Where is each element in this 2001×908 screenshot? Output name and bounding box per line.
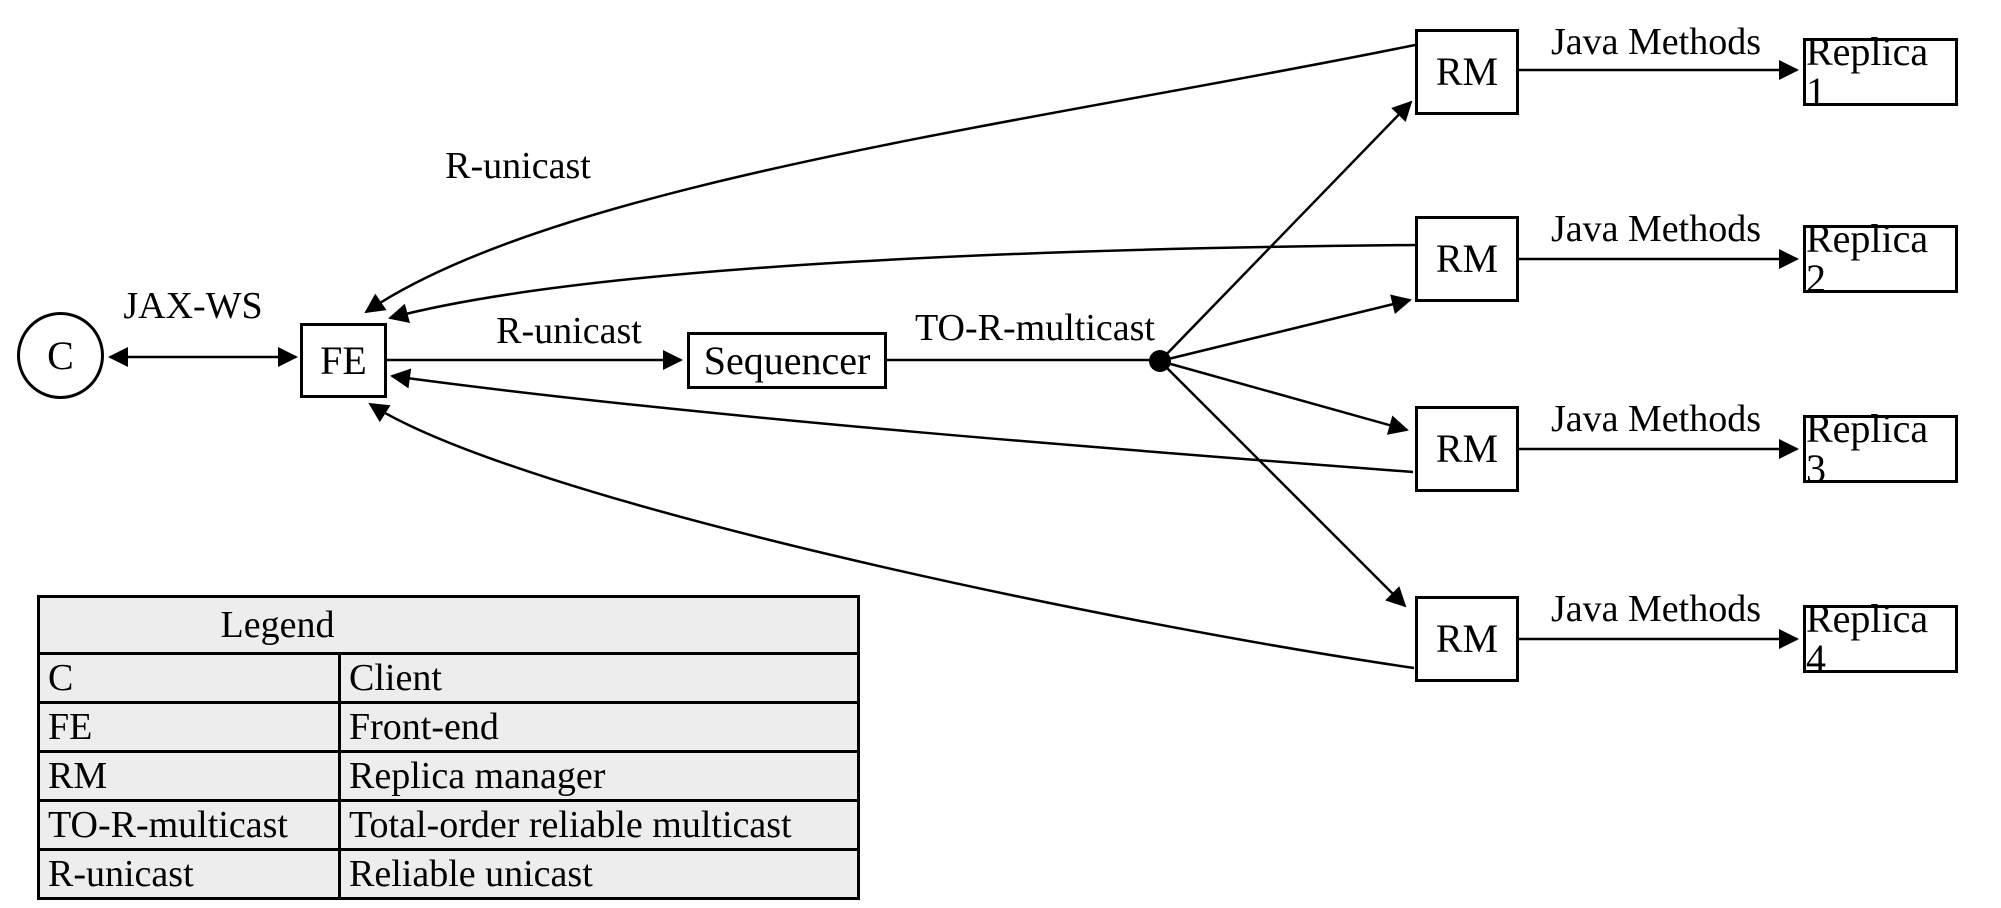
rm-node-4: RM xyxy=(1415,596,1519,682)
rm-node-3: RM xyxy=(1415,406,1519,492)
legend-row: RM Replica manager xyxy=(37,750,861,802)
edge-rm4-frontend-return xyxy=(368,402,1415,670)
client-label: C xyxy=(47,332,74,378)
legend-header-row: Legend xyxy=(36,595,861,655)
legend-definition: Reliable unicast xyxy=(337,848,861,900)
rm-node-1: RM xyxy=(1415,29,1519,115)
edge-multicast-rm2 xyxy=(1159,294,1412,363)
frontend-node: FE xyxy=(300,323,387,398)
label-java-methods-1: Java Methods xyxy=(1550,21,1762,63)
sequencer-node: Sequencer xyxy=(687,332,887,389)
replica-node-4: Replica 4 xyxy=(1803,599,1958,679)
label-jax-ws: JAX-WS xyxy=(123,285,263,327)
edge-multicast-rm4 xyxy=(1159,360,1407,608)
legend-definition: Front-end xyxy=(337,701,861,753)
label-java-methods-3: Java Methods xyxy=(1550,398,1762,440)
legend-title: Legend xyxy=(36,595,861,655)
edge-multicast-rm1 xyxy=(1159,100,1413,362)
sequencer-label: Sequencer xyxy=(703,337,871,383)
legend-row: FE Front-end xyxy=(37,701,861,753)
legend-term: TO-R-multicast xyxy=(37,799,341,851)
edge-multicast-rm3 xyxy=(1159,359,1409,435)
legend-definition: Client xyxy=(337,652,861,704)
legend-term: FE xyxy=(37,701,341,753)
label-java-methods-4: Java Methods xyxy=(1550,588,1762,630)
replica-label: Replica 4 xyxy=(1806,596,1929,681)
legend-row: C Client xyxy=(37,652,861,704)
legend-term: R-unicast xyxy=(37,848,341,900)
legend-row: R-unicast Reliable unicast xyxy=(37,848,861,900)
legend-definition: Total-order reliable multicast xyxy=(337,799,861,851)
replica-label: Replica 1 xyxy=(1806,29,1929,114)
replica-label: Replica 2 xyxy=(1806,216,1929,301)
rm-label: RM xyxy=(1435,616,1499,661)
edge-rm1-frontend-return xyxy=(364,43,1416,314)
multicast-point xyxy=(1149,350,1171,372)
label-to-r-multicast: TO-R-multicast xyxy=(915,307,1155,349)
replica-node-2: Replica 2 xyxy=(1803,219,1958,299)
legend-term: RM xyxy=(37,750,341,802)
legend-table: Legend C Client FE Front-end RM Replica … xyxy=(36,595,861,900)
edge-rm3-frontend-return xyxy=(390,368,1414,474)
legend-definition: Replica manager xyxy=(337,750,861,802)
replica-node-1: Replica 1 xyxy=(1803,32,1958,112)
replica-label: Replica 3 xyxy=(1806,406,1929,491)
label-java-methods-2: Java Methods xyxy=(1550,208,1762,250)
frontend-label: FE xyxy=(320,337,367,383)
edge-rm2-frontend-return xyxy=(388,243,1416,324)
legend-row: TO-R-multicast Total-order reliable mult… xyxy=(37,799,861,851)
rm-label: RM xyxy=(1435,49,1499,94)
rm-label: RM xyxy=(1435,426,1499,471)
rm-label: RM xyxy=(1435,236,1499,281)
legend-term: C xyxy=(37,652,341,704)
label-r-unicast-upper: R-unicast xyxy=(445,145,591,187)
replica-node-3: Replica 3 xyxy=(1803,409,1958,489)
label-r-unicast-lower: R-unicast xyxy=(496,310,642,352)
rm-node-2: RM xyxy=(1415,216,1519,302)
client-node: C xyxy=(17,312,104,399)
